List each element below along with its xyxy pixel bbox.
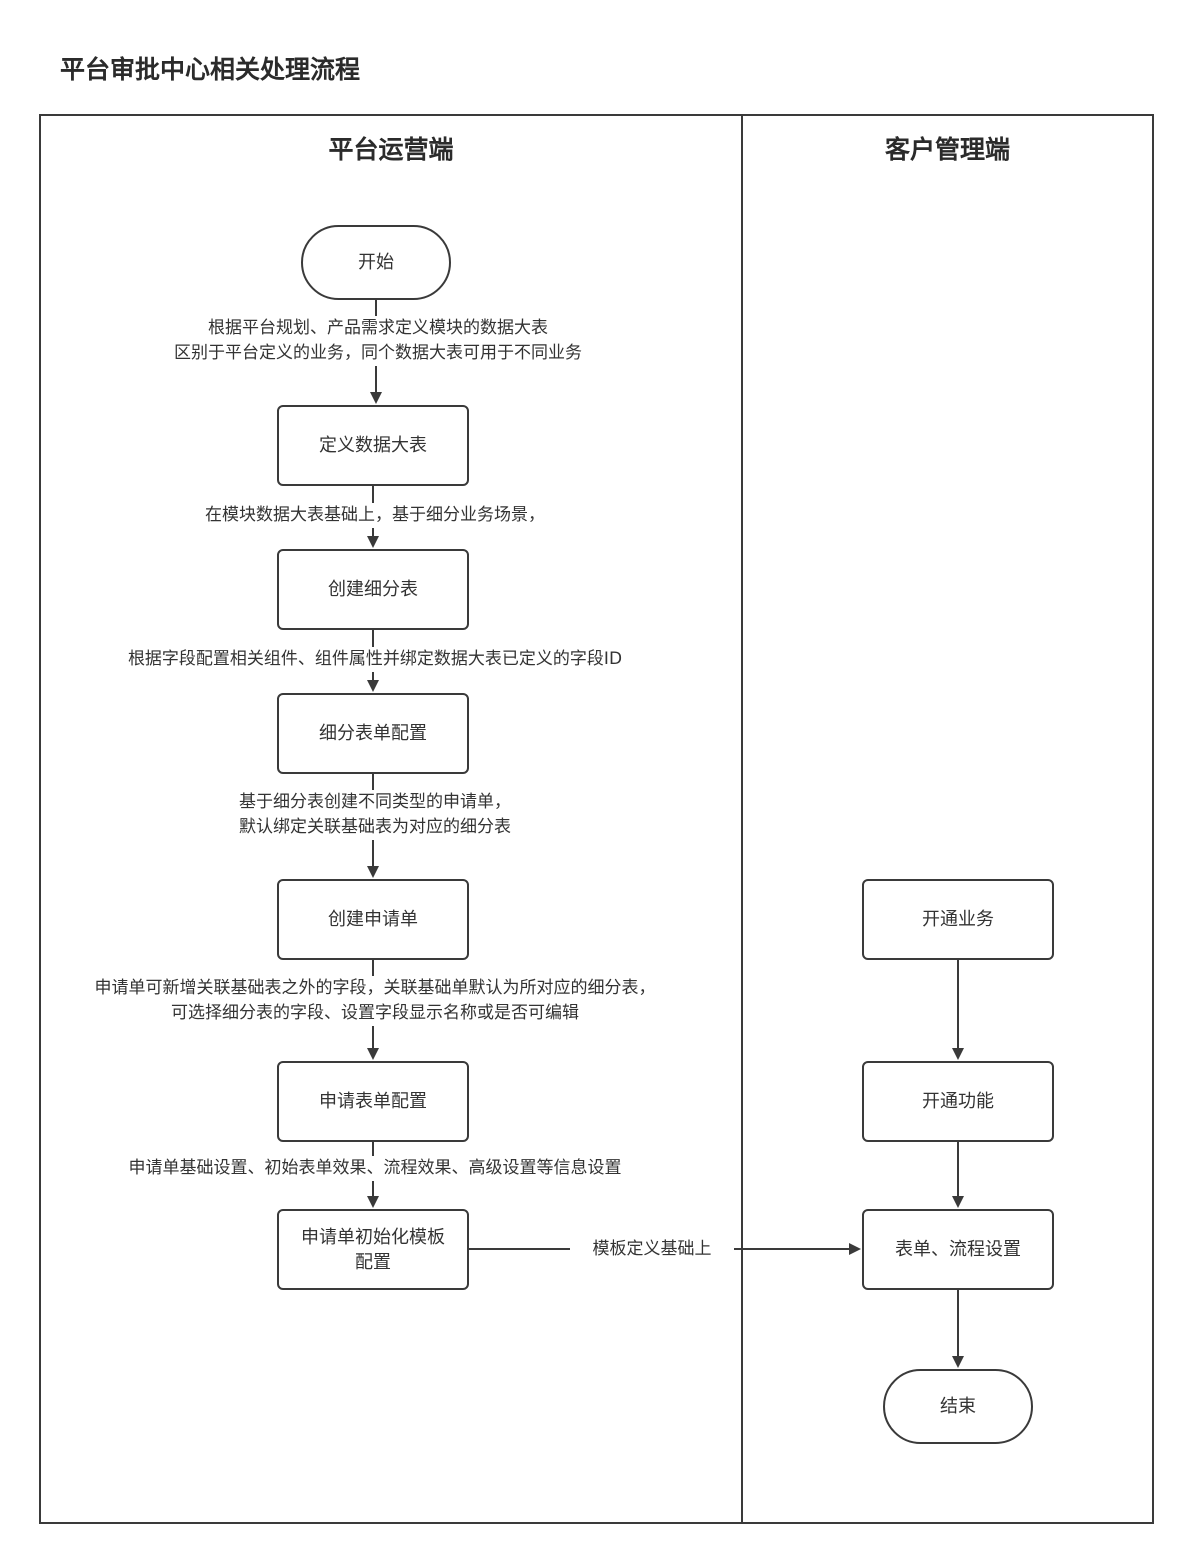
define-table-node-label: 定义数据大表 bbox=[319, 435, 427, 456]
edge-label-create-application-to-application-form-config: 申请单可新增关联基础表之外的字段，关联基础单默认为所对应的细分表， 可选择细分表… bbox=[48, 976, 702, 1026]
template-config-node: 申请单初始化模板 配置 bbox=[277, 1209, 469, 1290]
sub-form-config-node: 细分表单配置 bbox=[277, 693, 469, 774]
edge-label-sub-form-config-to-create-application: 基于细分表创建不同类型的申请单， 默认绑定关联基础表为对应的细分表 bbox=[66, 790, 684, 840]
create-application-node: 创建申请单 bbox=[277, 879, 469, 960]
lane-header-platform-ops: 平台运营端 bbox=[328, 135, 454, 164]
template-config-node-label-line1: 申请单初始化模板 bbox=[301, 1226, 445, 1248]
edge-label-template-config-to-form-flow-settings: 模板定义基础上 bbox=[570, 1237, 734, 1262]
edge-label-define-table-to-create-sub-table: 在模块数据大表基础上，基于细分业务场景， bbox=[66, 503, 684, 528]
form-flow-settings-node: 表单、流程设置 bbox=[862, 1209, 1054, 1290]
edge-label-line: 申请单基础设置、初始表单效果、流程效果、高级设置等信息设置 bbox=[128, 1158, 622, 1178]
edge-label-create-sub-table-to-sub-form-config: 根据字段配置相关组件、组件属性并绑定数据大表已定义的字段ID bbox=[56, 647, 694, 672]
open-business-node-label: 开通业务 bbox=[922, 909, 994, 930]
define-table-node: 定义数据大表 bbox=[277, 405, 469, 486]
page-title: 平台审批中心相关处理流程 bbox=[60, 55, 361, 84]
edge-label-application-form-config-to-template-config: 申请单基础设置、初始表单效果、流程效果、高级设置等信息设置 bbox=[56, 1156, 694, 1181]
sub-form-config-node-label: 细分表单配置 bbox=[319, 723, 427, 744]
open-business-node: 开通业务 bbox=[862, 879, 1054, 960]
edge-label-line: 根据平台规划、产品需求定义模块的数据大表 bbox=[208, 318, 548, 338]
edge-label-line: 默认绑定关联基础表为对应的细分表 bbox=[239, 817, 511, 837]
create-application-node-label: 创建申请单 bbox=[328, 909, 418, 930]
create-sub-table-node: 创建细分表 bbox=[277, 549, 469, 630]
edge-label-line: 申请单可新增关联基础表之外的字段，关联基础单默认为所对应的细分表， bbox=[94, 978, 656, 998]
swimlane-frame bbox=[39, 114, 1154, 1524]
end-node: 结束 bbox=[883, 1369, 1033, 1444]
create-sub-table-node-label: 创建细分表 bbox=[328, 579, 418, 600]
application-form-config-node: 申请表单配置 bbox=[277, 1061, 469, 1142]
edge-label-line: 在模块数据大表基础上，基于细分业务场景， bbox=[205, 505, 545, 525]
application-form-config-node-label: 申请表单配置 bbox=[319, 1091, 427, 1112]
form-flow-settings-node-label: 表单、流程设置 bbox=[895, 1239, 1021, 1260]
start-node: 开始 bbox=[301, 225, 451, 300]
edge-label-line: 模板定义基础上 bbox=[592, 1239, 712, 1259]
start-node-label: 开始 bbox=[358, 252, 394, 273]
template-config-node-label-line2: 配置 bbox=[355, 1251, 391, 1273]
open-function-node: 开通功能 bbox=[862, 1061, 1054, 1142]
open-function-node-label: 开通功能 bbox=[922, 1091, 994, 1112]
edge-label-line: 区别于平台定义的业务，同个数据大表可用于不同业务 bbox=[174, 343, 582, 363]
end-node-label: 结束 bbox=[940, 1396, 976, 1417]
edge-label-line: 根据字段配置相关组件、组件属性并绑定数据大表已定义的字段ID bbox=[127, 649, 623, 669]
edge-label-line: 可选择细分表的字段、设置字段显示名称或是否可编辑 bbox=[171, 1003, 579, 1023]
edge-label-line: 基于细分表创建不同类型的申请单， bbox=[239, 792, 511, 812]
edge-label-start-to-define-table: 根据平台规划、产品需求定义模块的数据大表 区别于平台定义的业务，同个数据大表可用… bbox=[66, 316, 690, 366]
lane-header-customer-admin: 客户管理端 bbox=[884, 135, 1010, 164]
